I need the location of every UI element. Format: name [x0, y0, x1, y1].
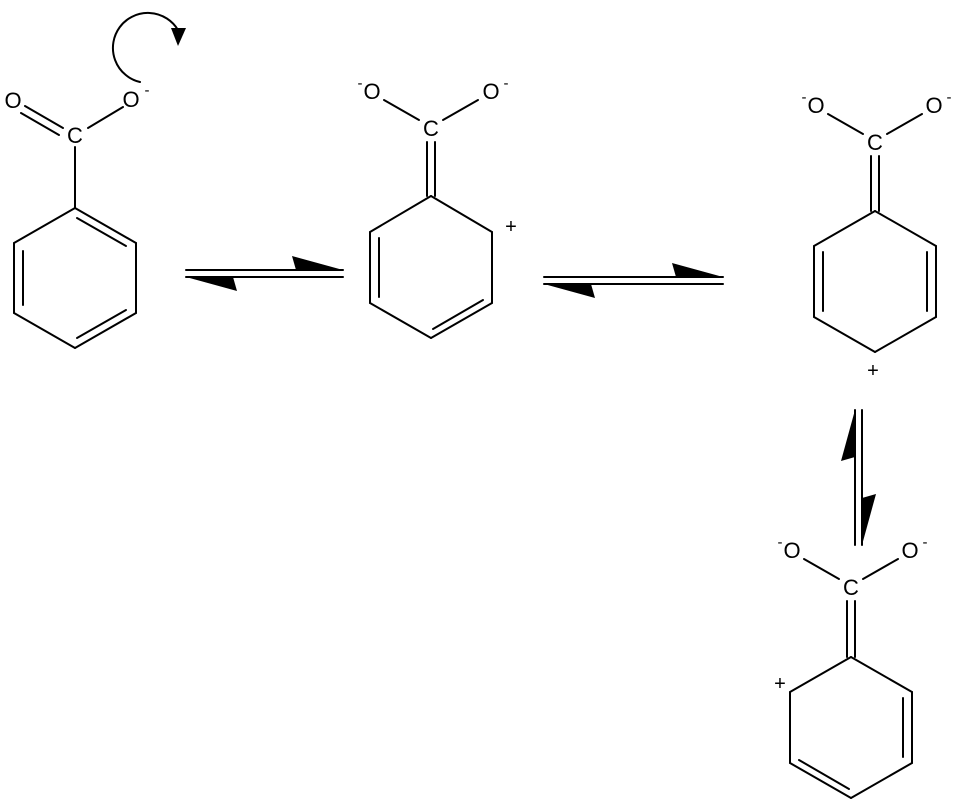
- benzoate-oxygen-left-label: O: [4, 88, 21, 113]
- benzoate-carbon-label: C: [67, 123, 83, 148]
- equilibrium-arrow-3: [841, 409, 876, 546]
- resonance-ortho-oxygen-right-label: O: [482, 79, 499, 104]
- resonance-ortho-ring-charge: +: [505, 216, 517, 238]
- resonance-ortho-2-oxygen-right-label: O: [901, 538, 918, 563]
- resonance-ortho-bonds: [369, 99, 493, 339]
- resonance-para-oxygen-left-label: O: [807, 93, 824, 118]
- resonance-para-oxygen-right-charge: -: [947, 89, 952, 106]
- resonance-ortho-2-oxygen-left-label: O: [783, 538, 800, 563]
- benzoate-bonds: [13, 105, 137, 349]
- resonance-ortho-carbon-label: C: [423, 116, 439, 141]
- equilibrium-arrow-2: [543, 263, 724, 298]
- benzoate-oxygen-right-label: O: [122, 87, 139, 112]
- benzoate-molecule: C O O -: [4, 11, 186, 349]
- curved-arrow-icon: [111, 11, 186, 83]
- resonance-ortho-oxygen-right-charge: -: [504, 75, 509, 92]
- resonance-ortho-oxygen-left-charge: -: [358, 75, 363, 92]
- resonance-ortho-oxygen-left-label: O: [363, 79, 380, 104]
- resonance-ortho-2-oxygen-right-charge: -: [923, 534, 928, 551]
- resonance-para-molecule: C - O O - +: [802, 89, 952, 382]
- resonance-para-oxygen-right-label: O: [925, 93, 942, 118]
- resonance-ortho-2-carbon-label: C: [843, 575, 859, 600]
- resonance-ortho-2-oxygen-left-charge: -: [778, 534, 783, 551]
- resonance-para-oxygen-left-charge: -: [802, 89, 807, 106]
- resonance-ortho-2-bonds: [789, 558, 913, 799]
- resonance-ortho-2-ring-charge: +: [774, 673, 786, 695]
- resonance-para-bonds: [813, 113, 937, 353]
- resonance-ortho-molecule: C - O O - +: [358, 75, 517, 339]
- benzoate-oxygen-right-charge: -: [145, 82, 150, 99]
- resonance-para-carbon-label: C: [867, 130, 883, 155]
- resonance-para-ring-charge: +: [867, 360, 879, 382]
- equilibrium-arrow-1: [185, 256, 344, 291]
- resonance-ortho-2-molecule: C - O O - +: [774, 534, 928, 799]
